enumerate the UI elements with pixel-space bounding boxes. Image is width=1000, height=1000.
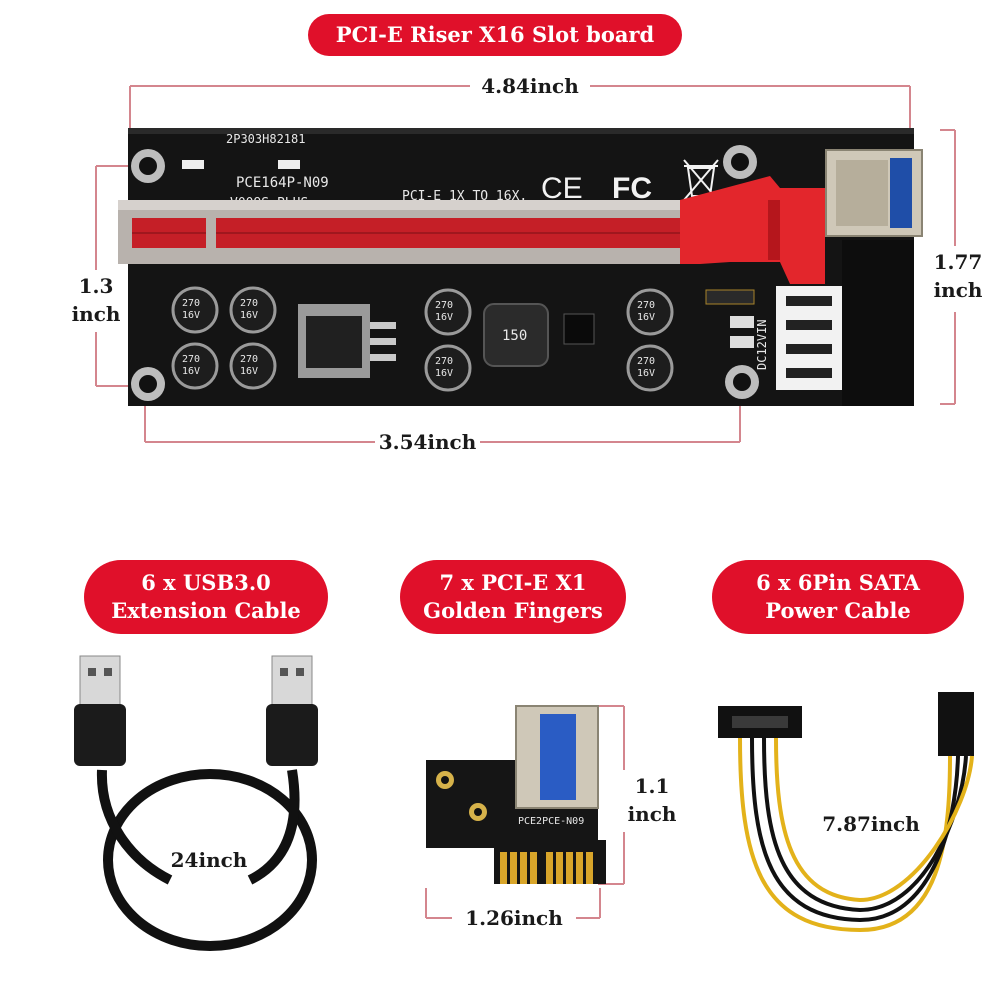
dim-hole-height: 1.3 inch xyxy=(66,272,126,328)
svg-text:16V: 16V xyxy=(240,310,258,321)
svg-text:270: 270 xyxy=(435,356,453,367)
svg-text:16V: 16V xyxy=(637,312,655,323)
svg-text:16V: 16V xyxy=(182,310,200,321)
svg-text:16V: 16V xyxy=(435,312,453,323)
led-d2 xyxy=(278,160,300,169)
usb-cable-illustration xyxy=(74,655,318,951)
chip-u1 xyxy=(563,313,595,345)
inductor: 150 xyxy=(483,303,549,367)
svg-text:270: 270 xyxy=(637,356,655,367)
riser-board: 2P303H82181 PCE164P-N09 V009S-PLUS PCI-E… xyxy=(118,128,923,406)
pcie-x16-slot xyxy=(118,200,692,264)
svg-text:16V: 16V xyxy=(182,366,200,377)
adapter-model: PCE2PCE-N09 xyxy=(518,816,584,827)
title-pcie-line2: Golden Fingers xyxy=(423,598,603,623)
sata-cable-illustration xyxy=(718,692,974,933)
dim-usb-cable: 24inch xyxy=(170,848,248,872)
dimension-lines xyxy=(95,85,956,919)
svg-text:270: 270 xyxy=(637,300,655,311)
title-pill-pcie: 7 x PCI-E X1 Golden Fingers xyxy=(400,560,626,634)
dim-board-height-unit: inch xyxy=(933,278,983,302)
dim-board-height-value: 1.77 xyxy=(933,250,983,274)
dim-board-height: 1.77 inch xyxy=(930,248,986,304)
title-pill-sata: 6 x 6Pin SATA Power Cable xyxy=(712,560,964,634)
title-sata-line2: Power Cable xyxy=(765,598,911,623)
slot-latch xyxy=(680,176,825,284)
led-d1 xyxy=(182,160,204,169)
dim-sata-cable: 7.87inch xyxy=(822,812,920,836)
title-main: PCI-E Riser X16 Slot board xyxy=(335,22,655,47)
title-pill-usb: 6 x USB3.0 Extension Cable xyxy=(84,560,328,634)
svg-text:270: 270 xyxy=(182,354,200,365)
title-pill-main: PCI-E Riser X16 Slot board xyxy=(308,14,682,56)
title-usb-line1: 6 x USB3.0 xyxy=(141,570,271,595)
title-pcie-line1: 7 x PCI-E X1 xyxy=(439,570,587,595)
dim-board-length: 4.84inch xyxy=(470,72,590,100)
svg-text:270: 270 xyxy=(435,300,453,311)
dim-hole-height-unit: inch xyxy=(71,302,121,326)
voltage-regulator xyxy=(298,304,396,378)
title-sata-line1: 6 x 6Pin SATA xyxy=(756,570,920,595)
dim-hole-height-value: 1.3 xyxy=(78,274,114,298)
svg-text:16V: 16V xyxy=(637,368,655,379)
svg-text:16V: 16V xyxy=(435,368,453,379)
fcc-logo: FC xyxy=(612,172,652,205)
title-usb-line2: Extension Cable xyxy=(111,598,301,623)
dim-adapter-height: 1.1 inch xyxy=(620,772,684,828)
svg-text:270: 270 xyxy=(240,298,258,309)
svg-text:270: 270 xyxy=(182,298,200,309)
mounting-holes xyxy=(131,145,759,401)
dim-hole-spacing: 3.54inch xyxy=(375,428,480,456)
power-label: DC12VIN xyxy=(755,319,769,370)
dim-adapter-height-unit: inch xyxy=(627,802,677,826)
svg-text:16V: 16V xyxy=(240,366,258,377)
svg-text:270: 270 xyxy=(240,354,258,365)
power-connector xyxy=(776,240,914,406)
pcie-x1-adapter: PCE2PCE-N09 xyxy=(426,705,606,884)
svg-text:150: 150 xyxy=(502,328,527,344)
board-serial: 2P303H82181 xyxy=(226,132,305,146)
ce-mark: CE xyxy=(541,172,583,205)
dim-adapter-height-value: 1.1 xyxy=(634,774,670,798)
usb-port-icon xyxy=(825,149,923,237)
dim-adapter-width: 1.26inch xyxy=(452,904,576,932)
board-model: PCE164P-N09 xyxy=(236,175,329,191)
